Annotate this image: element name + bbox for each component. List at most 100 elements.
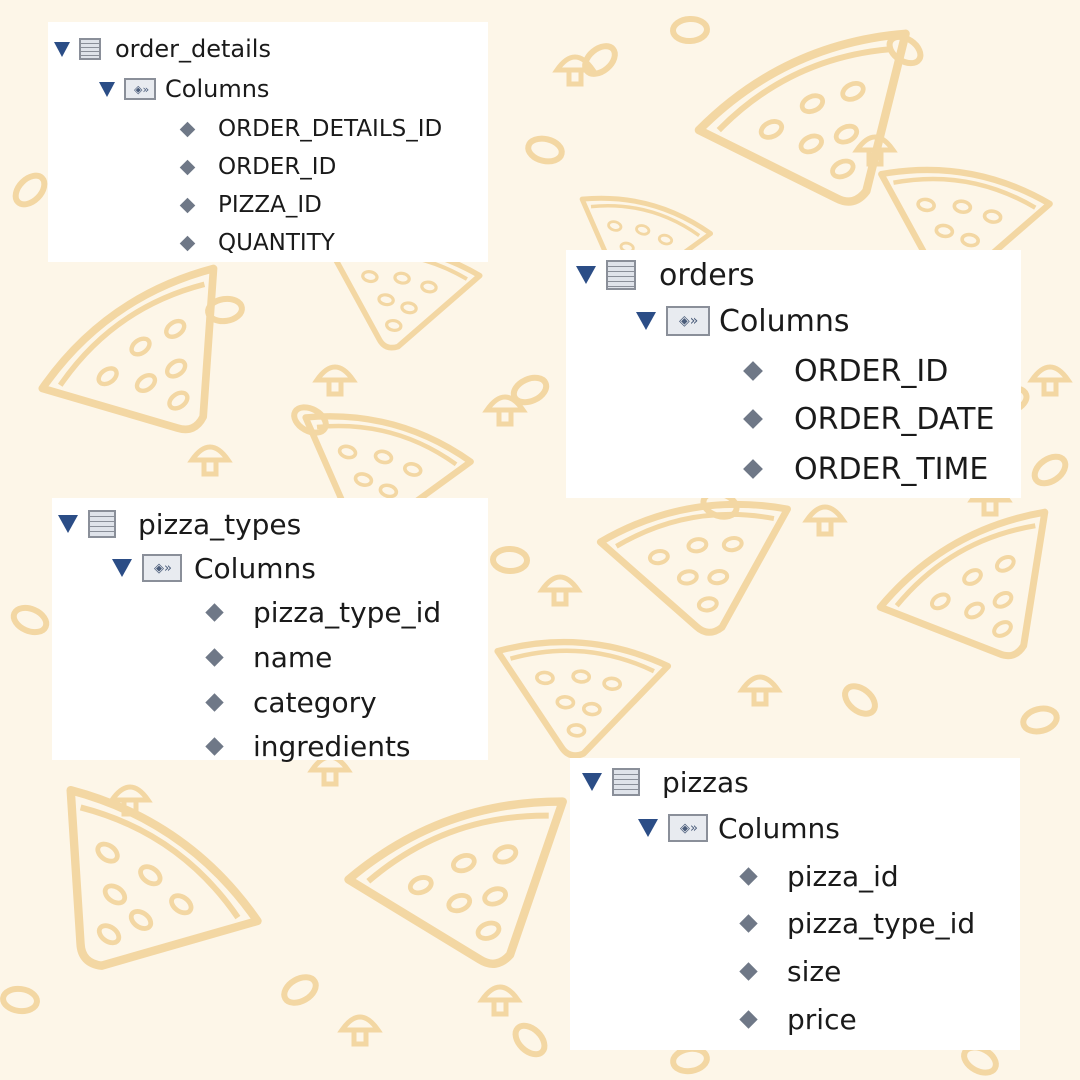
folder-label: Columns [194,551,316,585]
olive-doodle [670,15,710,45]
column-item[interactable]: pizza_type_id [205,594,441,630]
mushroom-doodle [337,1014,383,1047]
column-name: pizza_type_id [787,906,976,940]
columns-folder-icon: ◈» [124,78,156,100]
column-name: ORDER_DATE [794,401,995,437]
olive-doodle [205,295,245,325]
column-diamond-icon [179,159,196,175]
pizza-slice-doodle [494,638,672,759]
column-diamond-icon [739,1009,758,1029]
mushroom-doodle [802,504,848,537]
olive-doodle [0,985,40,1015]
column-item[interactable]: name [205,639,333,675]
tree-node-columns-folder[interactable]: ◈» Columns [112,550,316,586]
column-item[interactable]: ORDER_ID [179,152,337,182]
column-name: size [787,954,842,988]
pizza-slice-doodle [876,508,1049,660]
column-diamond-icon [205,736,224,756]
column-name: price [787,1002,857,1036]
expand-triangle-icon[interactable] [99,81,115,97]
table-icon [88,510,116,538]
column-diamond-icon [739,913,758,933]
expand-triangle-icon[interactable] [58,515,78,533]
tree-node-orders[interactable]: orders [576,256,755,294]
column-diamond-icon [205,602,224,622]
columns-folder-icon: ◈» [668,814,708,842]
tree-node-pizzas[interactable]: pizzas [582,764,749,800]
column-item[interactable]: ingredients [205,728,411,764]
column-diamond-icon [743,361,763,381]
column-item[interactable]: pizza_id [739,858,899,894]
column-item[interactable]: category [205,684,377,720]
tree-node-columns-folder[interactable]: ◈» Columns [99,74,269,104]
column-name: ORDER_TIME [794,451,989,487]
expand-triangle-icon[interactable] [638,819,658,837]
column-name: pizza_id [787,859,899,893]
pizza-slice-doodle [596,500,791,636]
folder-label: Columns [718,811,840,845]
olive-doodle [12,172,48,208]
mushroom-doodle [477,984,523,1017]
column-item[interactable]: size [739,953,842,989]
expand-triangle-icon[interactable] [54,41,70,57]
olive-doodle [886,33,924,67]
olive-doodle [525,135,565,165]
column-diamond-icon [179,235,196,251]
column-name: ORDER_ID [218,154,337,180]
table-icon [606,260,636,290]
mushroom-doodle [852,134,898,167]
column-name: ORDER_ID [794,353,949,389]
mushroom-doodle [312,364,358,397]
mushroom-doodle [107,784,153,817]
column-item[interactable]: QUANTITY [179,228,335,258]
expand-triangle-icon[interactable] [112,559,132,577]
tree-node-columns-folder[interactable]: ◈» Columns [636,302,850,340]
column-item[interactable]: ORDER_TIME [743,450,989,488]
mushroom-doodle [737,674,783,707]
column-item[interactable]: price [739,1001,857,1037]
column-item[interactable]: PIZZA_ID [179,190,322,220]
tree-node-columns-folder[interactable]: ◈» Columns [638,810,840,846]
column-name: ORDER_DETAILS_ID [218,116,443,142]
olive-doodle [1031,453,1069,487]
pizza-slice-doodle [344,797,567,968]
table-icon [612,768,640,796]
pizzas-panel: pizzas ◈» Columns pizza_id pizza_type_id… [570,758,1020,1050]
column-name: PIZZA_ID [218,192,322,218]
mushroom-doodle [482,394,528,427]
olive-doodle [291,404,329,436]
order-details-panel: order_details ◈» Columns ORDER_DETAILS_I… [48,22,488,262]
column-diamond-icon [739,866,758,886]
column-diamond-icon [205,647,224,667]
olive-doodle [961,1044,999,1076]
mushroom-doodle [1027,364,1073,397]
tree-node-pizza-types[interactable]: pizza_types [58,506,301,542]
mushroom-doodle [187,444,233,477]
expand-triangle-icon[interactable] [636,312,656,330]
pizza-types-panel: pizza_types ◈» Columns pizza_type_id nam… [52,498,488,763]
olive-doodle [490,545,530,575]
mushroom-doodle [552,54,598,87]
column-name: QUANTITY [218,230,335,256]
olive-doodle [10,604,50,636]
olive-doodle [1020,705,1060,735]
column-diamond-icon [179,197,196,213]
expand-triangle-icon[interactable] [582,773,602,791]
olive-doodle [842,683,878,717]
column-diamond-icon [739,961,758,981]
column-name: name [253,640,333,674]
expand-triangle-icon[interactable] [576,266,596,284]
column-item[interactable]: ORDER_ID [743,352,949,390]
column-item[interactable]: ORDER_DATE [743,400,995,438]
columns-folder-icon: ◈» [666,306,710,336]
column-item[interactable]: pizza_type_id [739,905,976,941]
table-name: orders [659,257,755,293]
olive-doodle [670,1045,710,1075]
olive-doodle [510,374,550,406]
column-name: ingredients [253,729,411,763]
column-item[interactable]: ORDER_DETAILS_ID [179,114,443,144]
pizza-slice-doodle [38,264,218,434]
column-diamond-icon [743,409,763,429]
tree-node-order-details[interactable]: order_details [54,34,271,64]
